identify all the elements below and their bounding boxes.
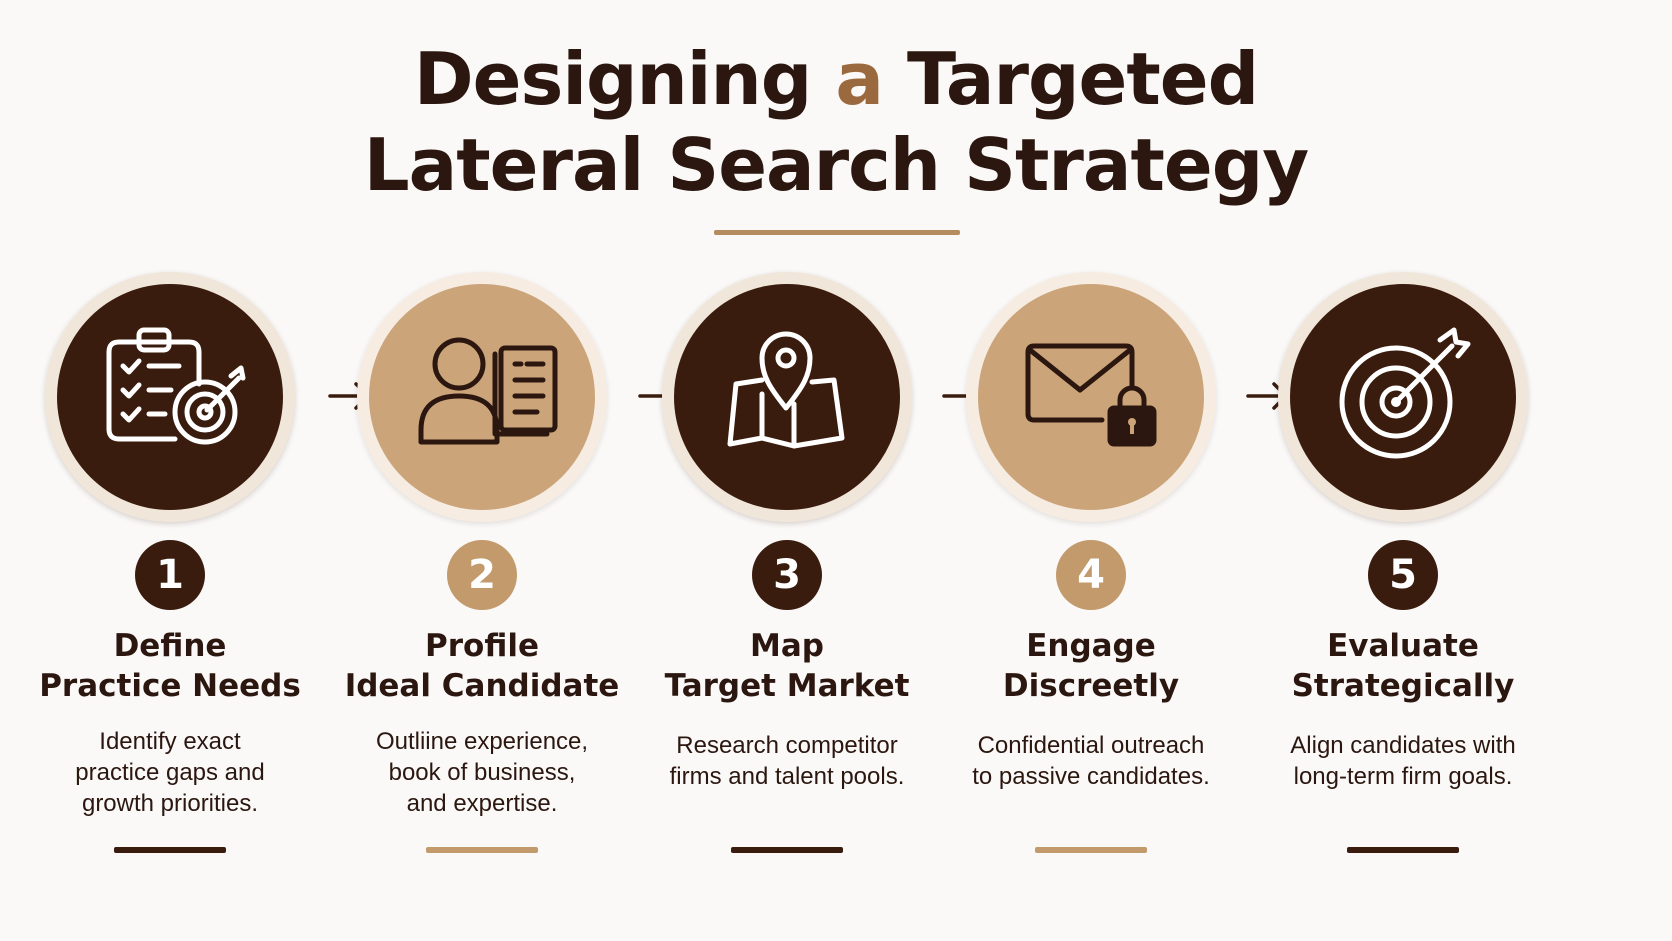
step-5-icon-circle <box>1290 284 1516 510</box>
step-heading-line: Map <box>750 628 824 664</box>
step-description-line: Identify exact <box>99 728 241 755</box>
step-heading-line: Target Market <box>664 668 910 704</box>
step-heading: Define Practice Needs <box>5 626 335 706</box>
step-accent-bar <box>426 847 538 853</box>
step-heading-line: Define <box>113 628 227 664</box>
step-heading-line: Discreetly <box>1002 668 1180 704</box>
step-heading: Map Target Market <box>622 626 952 706</box>
person-profile-card-icon <box>418 337 558 445</box>
step-accent-bar <box>1347 847 1459 853</box>
envelope-lock-icon <box>1025 343 1157 447</box>
step-description-line: firms and talent pools. <box>669 763 905 790</box>
map-pin-icon <box>727 331 845 449</box>
step-description: Outliine experience, book of business, a… <box>317 726 647 819</box>
step-number-badge: 5 <box>1368 540 1438 610</box>
step-heading-line: Strategically <box>1291 668 1515 704</box>
step-1-icon-circle <box>57 284 283 510</box>
step-number-badge: 2 <box>447 540 517 610</box>
page-title: Designing a Targeted Lateral Search Stra… <box>0 36 1672 208</box>
clipboard-checklist-target-icon <box>106 327 246 445</box>
step-description: Confidential outreach to passive candida… <box>926 730 1256 792</box>
title-line-2: Lateral Search Strategy <box>363 123 1309 207</box>
step-number-badge: 4 <box>1056 540 1126 610</box>
step-accent-bar <box>114 847 226 853</box>
title-accent-word: a <box>835 37 884 121</box>
step-description: Align candidates with long-term firm goa… <box>1238 730 1568 792</box>
step-description-line: book of business, <box>388 759 576 786</box>
title-line-1: Designing a Targeted <box>0 36 1672 122</box>
step-description-line: to passive candidates. <box>972 763 1210 790</box>
step-heading: Profile Ideal Candidate <box>317 626 647 706</box>
step-description-line: Outliine experience, <box>375 728 589 755</box>
title-text-start: Designing <box>413 37 836 121</box>
step-description: Research competitor firms and talent poo… <box>622 730 952 792</box>
step-heading-line: Profile <box>425 628 539 664</box>
step-description-line: Confidential outreach <box>977 732 1205 759</box>
step-description-line: growth priorities. <box>81 790 259 817</box>
title-text-end: Targeted <box>882 37 1259 121</box>
title-underline <box>714 230 960 235</box>
target-arrow-icon <box>1339 327 1471 459</box>
step-description: Identify exact practice gaps and growth … <box>5 726 335 819</box>
step-description-line: practice gaps and <box>75 759 265 786</box>
step-2-icon-circle <box>369 284 595 510</box>
step-3-icon-circle <box>674 284 900 510</box>
step-accent-bar <box>731 847 843 853</box>
step-heading-line: Evaluate <box>1327 628 1479 664</box>
step-accent-bar <box>1035 847 1147 853</box>
step-description-line: long-term firm goals. <box>1293 763 1513 790</box>
step-heading: Engage Discreetly <box>926 626 1256 706</box>
step-heading-line: Practice Needs <box>39 668 301 704</box>
step-number-badge: 3 <box>752 540 822 610</box>
step-number-badge: 1 <box>135 540 205 610</box>
step-description-line: Align candidates with <box>1290 732 1516 759</box>
step-heading: Evaluate Strategically <box>1238 626 1568 706</box>
step-4-icon-circle <box>978 284 1204 510</box>
step-heading-line: Engage <box>1026 628 1156 664</box>
step-heading-line: Ideal Candidate <box>344 668 620 704</box>
step-description-line: Research competitor <box>676 732 898 759</box>
step-description-line: and expertise. <box>406 790 558 817</box>
